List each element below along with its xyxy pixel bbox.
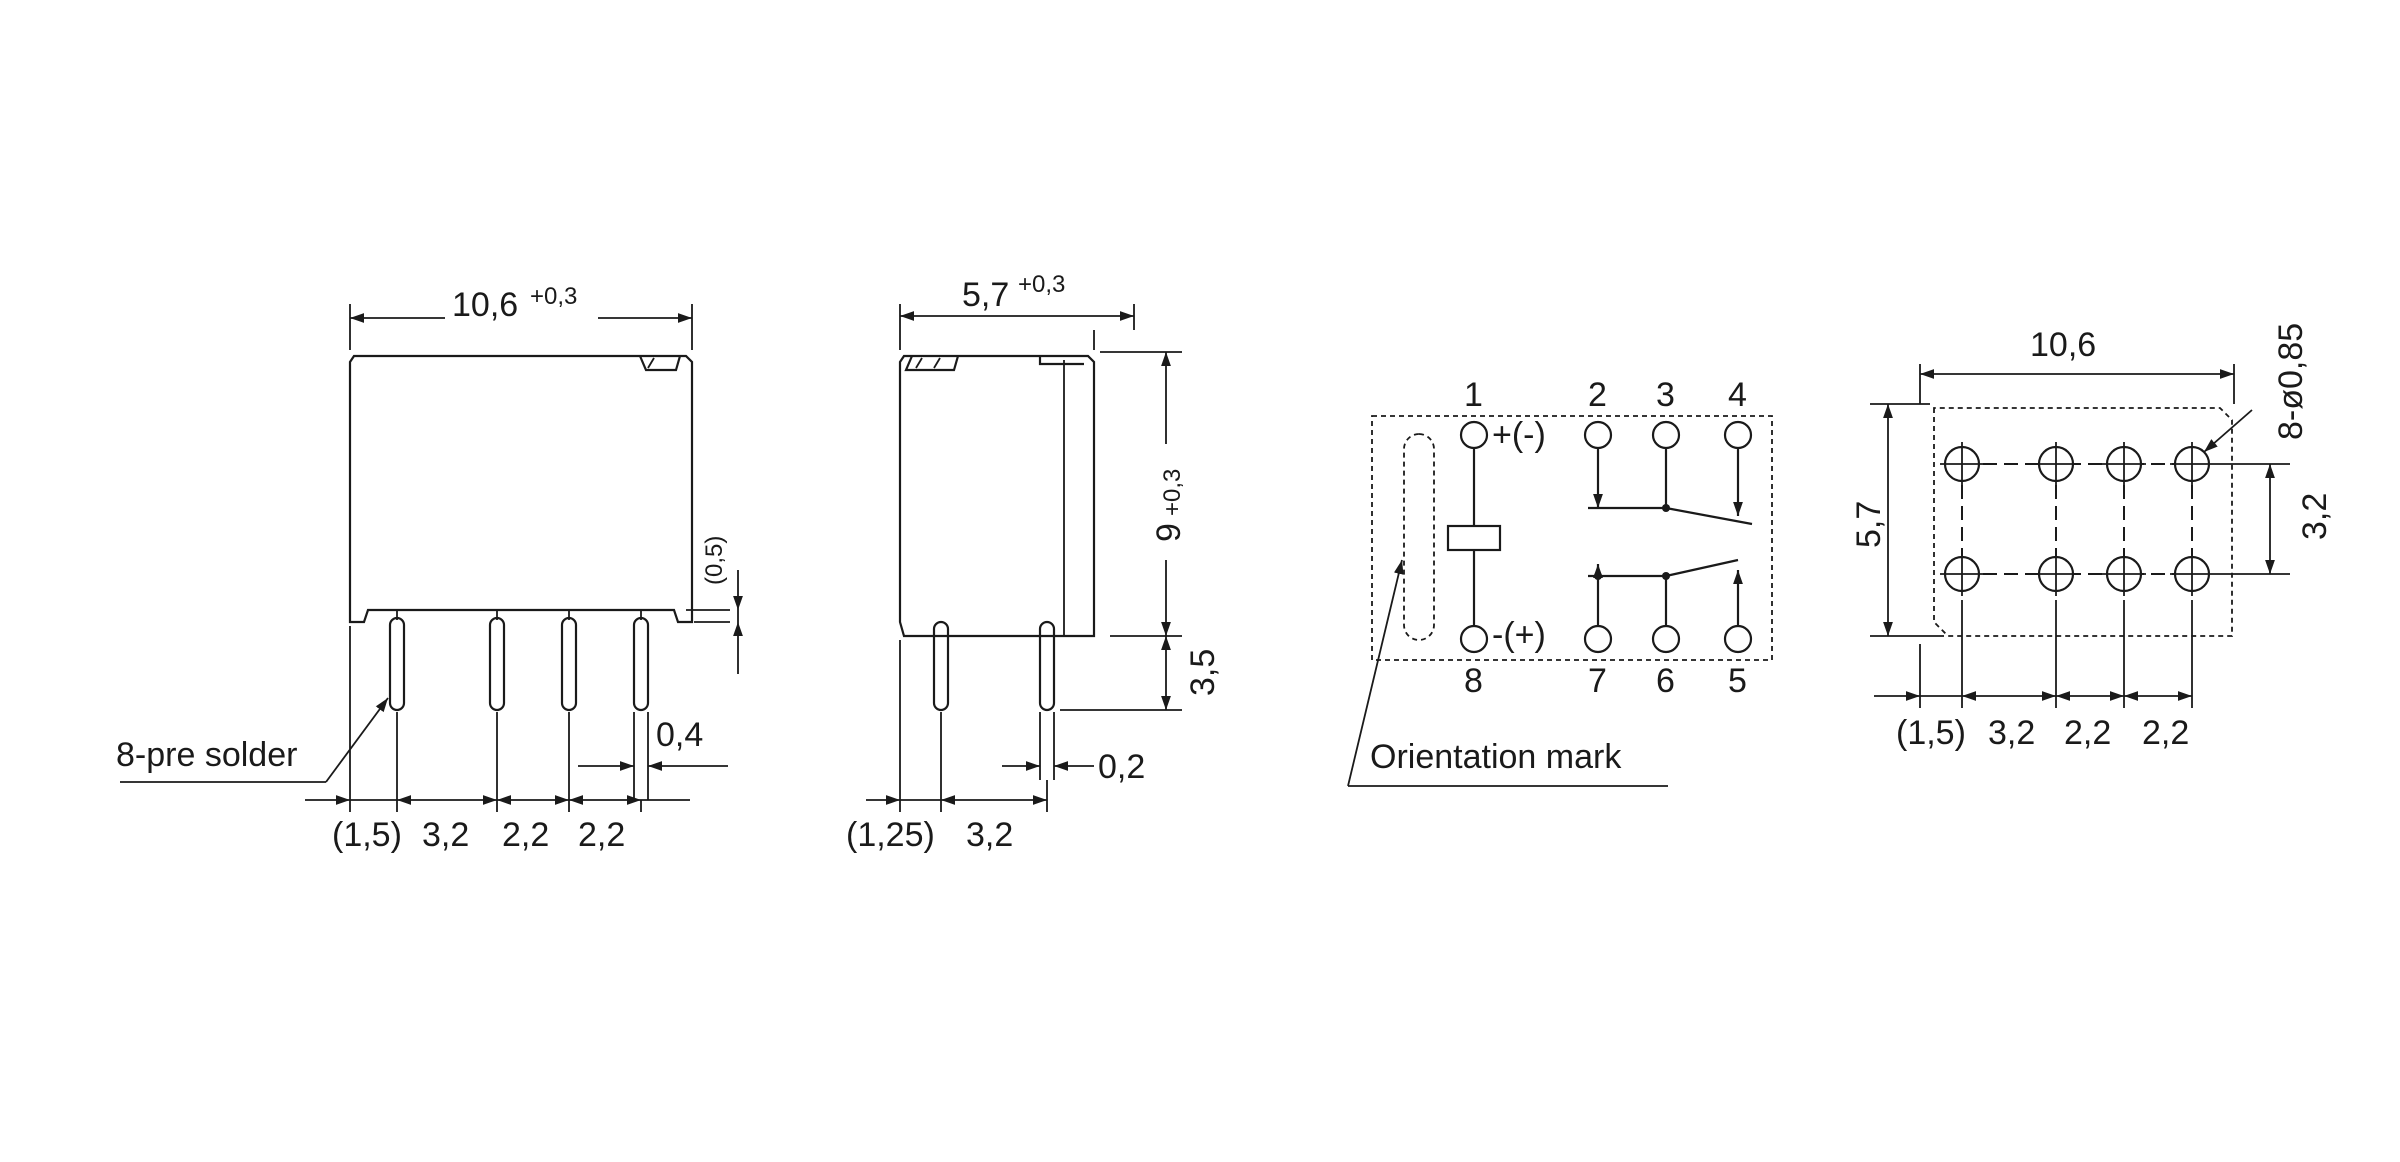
side-pin-2 [1038, 620, 1056, 712]
side-notch-hatch [915, 357, 923, 369]
pin-number-6: 6 [1656, 662, 1675, 700]
pcb-width-dimension: 10,6 [1919, 326, 2235, 404]
pcb-hole-callout: 8-ø0,85 [2203, 323, 2310, 453]
side-width-value: 5,7 [962, 276, 1009, 314]
pin-number-1: 1 [1464, 376, 1483, 414]
side-pitch-dimension: (1,25) 3,2 [846, 640, 1048, 854]
front-pitch-label: (1,5) [332, 816, 402, 854]
front-pin-3 [560, 616, 578, 712]
front-body-outline [348, 354, 694, 624]
front-pitch-label: 3,2 [422, 816, 469, 854]
pcb-pitch-label: 2,2 [2064, 714, 2111, 752]
side-pitch-label: (1,25) [846, 816, 935, 854]
side-notch-hatch [933, 357, 941, 369]
schematic-outline [1371, 415, 1773, 661]
coil-symbol [1446, 524, 1502, 552]
pad-2 [1583, 420, 1613, 450]
pcb-hole [1940, 552, 1984, 596]
pin-number-2: 2 [1588, 376, 1607, 414]
side-top-notch-right [1038, 356, 1084, 366]
pcb-row-spacing-value: 3,2 [2296, 493, 2334, 540]
pcb-pitch-label: 3,2 [1988, 714, 2035, 752]
side-width-tolerance: +0,3 [1018, 271, 1065, 298]
orientation-mark-shape [1403, 433, 1435, 641]
pcb-layout-view: 10,6 5,7 3,2 8-ø0,85 [1850, 323, 2334, 752]
side-pin-1 [932, 620, 950, 712]
front-pitch-dimension: (1,5) 3,2 2,2 2,2 [305, 626, 690, 854]
pad-8 [1459, 624, 1489, 654]
front-pitch-label: 2,2 [502, 816, 549, 854]
front-notch-hatch [647, 357, 655, 369]
pcb-hole [2170, 442, 2214, 486]
front-tab-dimension: (0,5) [686, 536, 743, 674]
side-view: 5,7 +0,3 9 +0,3 3,5 0,2 [846, 271, 1222, 854]
pcb-hole [1940, 442, 1984, 486]
schematic-view: 1 2 3 4 8 7 6 5 +(-) -(+) Orientation ma… [1347, 376, 1773, 787]
side-pin-length-value: 3,5 [1184, 649, 1222, 696]
pad-4 [1723, 420, 1753, 450]
orientation-leader [1347, 559, 1404, 787]
pin-number-4: 4 [1728, 376, 1747, 414]
orientation-mark-label: Orientation mark [1370, 738, 1622, 776]
schematic-pads [1459, 420, 1753, 654]
pin-number-3: 3 [1656, 376, 1675, 414]
front-width-dimension: 10,6 +0,3 [349, 283, 693, 350]
front-top-notch [638, 355, 682, 372]
front-width-tolerance: +0,3 [530, 283, 577, 310]
pcb-hole [2170, 552, 2214, 596]
pcb-hole [2102, 552, 2146, 596]
side-height-dimension: 9 +0,3 [1100, 351, 1188, 637]
pcb-pitch-dimension: (1,5) 3,2 2,2 2,2 [1874, 600, 2193, 752]
pcb-width-value: 10,6 [2030, 326, 2096, 364]
pcb-row-spacing-dimension: 3,2 [2214, 463, 2334, 575]
side-pin-length-dimension: 3,5 [1060, 636, 1222, 711]
side-height-tolerance: +0,3 [1159, 469, 1186, 516]
front-pin-2 [488, 616, 506, 712]
side-width-dimension: 5,7 +0,3 [899, 271, 1135, 350]
pad-7 [1583, 624, 1613, 654]
pcb-hole [2102, 442, 2146, 486]
front-pitch-label: 2,2 [578, 816, 625, 854]
front-view: 10,6 +0,3 (0,5) 0,4 8-pre solder [116, 283, 743, 854]
pin-number-5: 5 [1728, 662, 1747, 700]
front-width-value: 10,6 [452, 286, 518, 324]
pcb-outline [1933, 407, 2233, 637]
coil-bottom-polarity: -(+) [1492, 616, 1546, 654]
front-pin-1 [388, 616, 406, 712]
front-solder-callout: 8-pre solder [116, 697, 389, 783]
pcb-hole [2034, 442, 2078, 486]
pad-6 [1651, 624, 1681, 654]
side-pin-thickness-value: 0,2 [1098, 748, 1145, 786]
side-pin-thickness-dimension: 0,2 [1002, 712, 1145, 786]
front-pins [388, 610, 650, 712]
pcb-holes [1940, 442, 2214, 596]
pcb-hole [2034, 552, 2078, 596]
side-body-outline [898, 354, 1096, 638]
pcb-height-value: 5,7 [1850, 501, 1888, 548]
front-pin-width-value: 0,4 [656, 716, 703, 754]
front-pin-width-dimension: 0,4 [578, 712, 728, 800]
pad-5 [1723, 624, 1753, 654]
side-top-notch-left [904, 355, 960, 372]
pcb-hole-callout-label: 8-ø0,85 [2272, 323, 2310, 440]
side-pitch-label: 3,2 [966, 816, 1013, 854]
side-height-value: 9 [1150, 523, 1188, 542]
coil-top-polarity: +(-) [1492, 416, 1546, 454]
front-solder-label: 8-pre solder [116, 736, 297, 774]
pin-number-8: 8 [1464, 662, 1483, 700]
pin-number-7: 7 [1588, 662, 1607, 700]
pad-3 [1651, 420, 1681, 450]
pcb-pitch-label: 2,2 [2142, 714, 2189, 752]
pcb-pitch-label: (1,5) [1896, 714, 1966, 752]
switch-contacts [1588, 448, 1753, 626]
front-pin-4 [632, 616, 650, 712]
pad-1 [1459, 420, 1489, 450]
pcb-height-dimension: 5,7 [1850, 403, 1944, 637]
front-tab-value: (0,5) [701, 536, 728, 585]
